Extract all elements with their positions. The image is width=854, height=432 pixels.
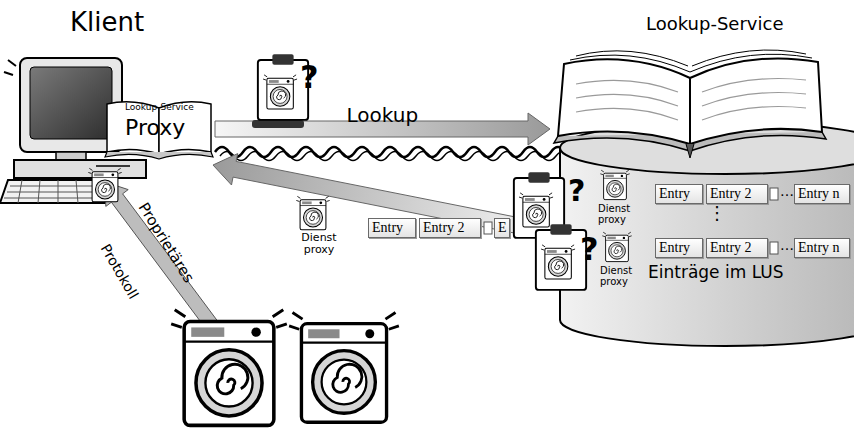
query-mark: ? — [580, 232, 599, 267]
service-proxy-icon — [296, 196, 329, 229]
entry-text: Entry — [659, 186, 690, 201]
entry-box: Entry 2 — [706, 238, 768, 258]
monitor-screen — [30, 67, 112, 139]
entry-text: Entry n — [798, 240, 840, 255]
cylinder-body — [560, 148, 854, 346]
continuation-dots: … — [780, 184, 794, 199]
entry-box: Entry n — [794, 184, 850, 204]
service-proxy-label: Dienst proxy — [600, 265, 640, 287]
node-title: Klient — [70, 8, 144, 37]
entry-box: Entry — [655, 184, 703, 204]
entry-box: Entry — [655, 238, 703, 258]
entry-text: Entry 2 — [710, 240, 752, 255]
continuation-dots: … — [780, 238, 794, 253]
entry-text: Entry 2 — [710, 186, 752, 201]
entry-text: E — [498, 220, 507, 235]
entry-box: E — [494, 218, 510, 238]
service-proxy-label: Dienst proxy — [598, 203, 638, 225]
clipboard-shadow — [252, 120, 304, 128]
book-text-lines — [576, 79, 806, 121]
node-title: Proxy — [125, 116, 185, 140]
book-page-curls — [570, 50, 812, 72]
entry-separator — [484, 222, 492, 234]
entry-text: Entry 2 — [423, 220, 465, 235]
edge-label: Lookup — [347, 104, 419, 126]
query-clipboard — [514, 172, 564, 238]
book-edge — [105, 152, 213, 159]
query-mark: ? — [300, 60, 319, 95]
washing-machine-device — [171, 310, 287, 426]
database-cylinder — [550, 8, 854, 348]
entry-text: Entry — [659, 240, 690, 255]
motion-marks — [4, 60, 16, 75]
continuation-dots: ⋮ — [708, 203, 726, 223]
network-cable-coil — [220, 152, 570, 161]
protocol-label: Protokoll — [97, 242, 140, 302]
node-subtitle: Lookup-Service — [125, 103, 194, 113]
lookup-proxy-book: Lookup-ServiceProxy — [103, 98, 215, 160]
entry-box: Entry n — [794, 238, 850, 258]
entry-box: Entry 2 — [419, 218, 481, 238]
node-title: Lookup-Service — [646, 14, 783, 34]
monitor-stand — [56, 152, 86, 160]
service-proxy-icon — [88, 168, 121, 201]
node-caption: Einträge im LUS — [648, 263, 784, 282]
book-ribbon — [686, 144, 694, 158]
client-computer: Klient Lookup-ServiceProxy — [8, 4, 213, 209]
entry-box: Entry — [368, 218, 416, 238]
book-page — [558, 59, 690, 144]
entry-box: Entry 2 — [706, 184, 768, 204]
drive-slot — [96, 165, 130, 167]
keyboard-keys — [4, 180, 104, 203]
network-cable — [215, 147, 579, 157]
message-arrow — [213, 154, 552, 240]
computer-case — [14, 160, 146, 178]
lookup-service-database: Lookup-ServiceEinträge im LUSEntryEntry … — [550, 8, 854, 348]
entry-text: Entry — [372, 220, 403, 235]
keyboard — [0, 180, 106, 203]
book-page — [690, 58, 822, 144]
protocol-label: Proprietäres — [135, 200, 197, 286]
entry-text: Entry n — [798, 186, 840, 201]
service-proxy-label: Dienst proxy — [292, 232, 346, 256]
washing-machine-device — [289, 312, 399, 422]
query-mark: ? — [568, 174, 585, 207]
